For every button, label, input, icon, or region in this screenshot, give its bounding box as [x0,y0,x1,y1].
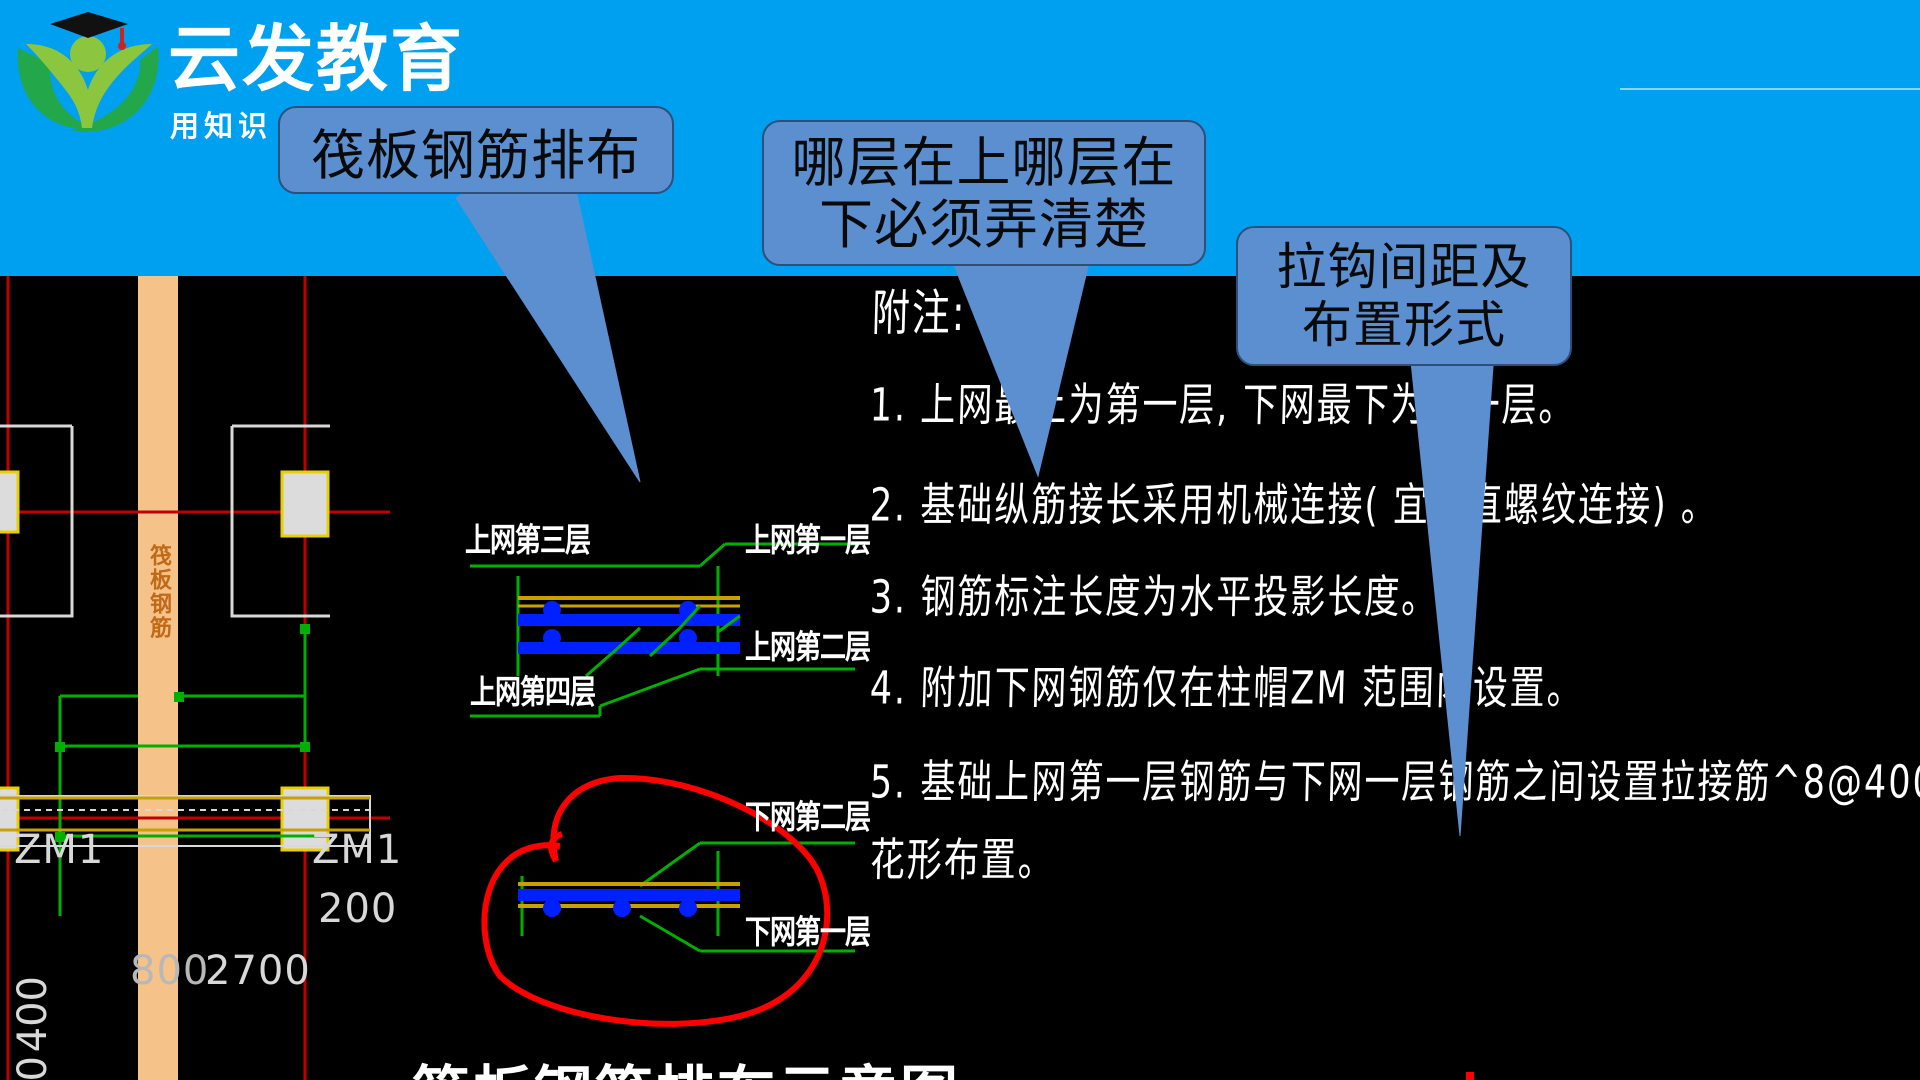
callout-3-line-2: 布置形式 [1302,296,1506,354]
plan-label-zm1-left: ZM1 [14,827,105,873]
rebar-label-upper-2: 上网第二层 [745,629,871,667]
note-item-5-continued: 花形布置。 [869,835,1056,888]
callout-3-line-1: 拉钩间距及 [1276,238,1532,296]
rebar-label-upper-3: 上网第三层 [465,522,591,560]
rebar-label-upper-4: 上网第四层 [470,674,596,712]
callout-3-tail [1409,351,1495,837]
callout-2-line-1: 哪层在上哪层在 [791,131,1177,194]
callout-2-tail [947,249,1093,478]
callout-1-body[interactable]: 筏板钢筋排布 [278,106,674,194]
section-detail-group [470,542,855,953]
red-circle-markup [481,774,831,1027]
callout-bubble-tie-spacing[interactable]: 拉钩间距及 布置形式 [1236,226,1572,837]
brand-title: 云发教育 [168,17,465,101]
dimension-400: 400 [10,976,56,1053]
cad-vector-graphics [0,276,1474,1080]
callout-1-tail [455,189,641,483]
crosshair-cursor [1466,1072,1474,1080]
dimension-600: 600 [10,1056,56,1080]
dimension-2700: 2700 [205,948,311,994]
rebar-label-lower-2: 下网第二层 [745,799,871,837]
rebar-label-lower-1: 下网第一层 [745,914,871,952]
brand-divider-line [1620,88,1920,90]
dimension-800: 800 [130,948,210,994]
callout-bubble-rebar-layout[interactable]: 筏板钢筋排布 [278,106,674,483]
note-item-3: 3. 钢筋标注长度为水平投影长度。 [869,572,1440,625]
dimension-200: 200 [318,886,398,932]
plan-label-zm1-right: ZM1 [312,827,403,873]
callout-3-body[interactable]: 拉钩间距及 布置形式 [1236,226,1572,366]
plan-view-group [0,276,390,1080]
callout-2-body[interactable]: 哪层在上哪层在 下必须弄清楚 [762,120,1206,266]
cad-drawing-area: 筏板钢筋 上网第三层 上网第一层 上网第二层 上网第四层 下网第二层 下网第一层… [0,276,1920,1080]
rebar-label-upper-1: 上网第一层 [745,522,871,560]
wall-vertical-label: 筏板钢筋 [146,544,171,640]
figure-caption: 筏板钢筋排布示意图 [412,1062,961,1080]
yunfa-education-logo-icon [8,10,168,140]
callout-1-line-1: 筏板钢筋排布 [311,123,641,187]
callout-2-line-2: 下必须弄清楚 [819,193,1149,256]
callout-bubble-layer-order[interactable]: 哪层在上哪层在 下必须弄清楚 [762,120,1206,478]
